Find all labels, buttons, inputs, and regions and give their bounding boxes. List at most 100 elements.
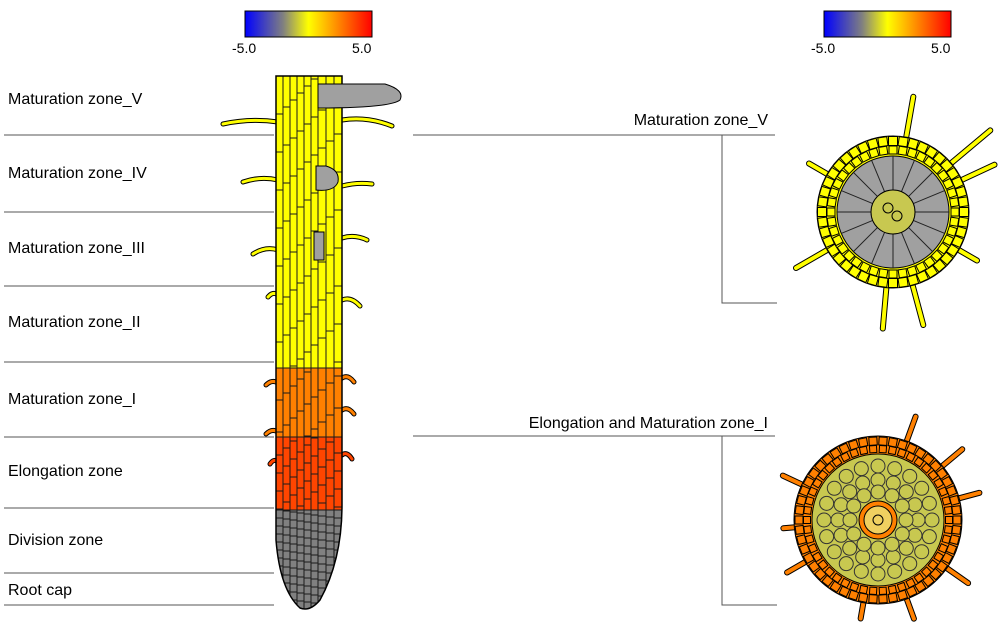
cell [941, 495, 952, 506]
cell [807, 486, 819, 497]
cell [858, 445, 869, 456]
root-hair [340, 407, 356, 416]
cell [310, 396, 319, 430]
cell [896, 447, 907, 459]
cell [303, 444, 312, 464]
cell [907, 527, 923, 543]
cell [325, 596, 335, 606]
cell [303, 521, 312, 531]
cell [857, 592, 869, 603]
cell [897, 276, 909, 288]
label-xs-elongation-maturation-zone-i[interactable]: Elongation and Maturation zone_I [528, 415, 768, 432]
cell [317, 515, 327, 525]
cell [915, 150, 928, 163]
cell [296, 76, 305, 94]
cell [317, 466, 327, 486]
cell [896, 581, 907, 593]
label-maturation-zone-v[interactable]: Maturation zone_V [8, 91, 143, 108]
root-hair [880, 281, 889, 331]
cell [894, 498, 910, 514]
cell [303, 161, 312, 201]
cell [325, 367, 335, 384]
cell [289, 76, 298, 101]
cell [888, 278, 898, 288]
cell [929, 459, 942, 473]
cell [949, 534, 960, 546]
cell [819, 495, 835, 511]
cell [877, 276, 889, 288]
cell [823, 566, 836, 578]
label-maturation-zone-i[interactable]: Maturation zone_I [8, 391, 137, 408]
cell [282, 465, 291, 485]
label-maturation-zone-iv[interactable]: Maturation zone_IV [8, 165, 147, 182]
cell [836, 169, 850, 182]
cell [841, 190, 873, 205]
cell [282, 447, 291, 467]
cell [821, 574, 834, 588]
cell [317, 436, 327, 450]
cell [276, 589, 284, 599]
cell [957, 196, 969, 208]
cell [289, 367, 298, 387]
cell [807, 543, 819, 554]
cell [836, 242, 850, 255]
root-hair-cell-gray [317, 83, 402, 109]
label-xs-maturation-zone-v[interactable]: Maturation zone_V [633, 112, 768, 129]
cell [310, 546, 319, 556]
cell [902, 556, 918, 572]
cell [906, 265, 918, 277]
gray-cell [313, 231, 325, 261]
root-hair [221, 118, 280, 126]
cell [951, 505, 962, 516]
cell [289, 327, 298, 367]
cell [296, 505, 305, 511]
cell [296, 487, 305, 507]
cell [826, 197, 837, 208]
cell [289, 543, 298, 553]
cell [325, 532, 335, 542]
cell [884, 488, 900, 504]
cell [866, 137, 880, 151]
cell [317, 523, 327, 533]
cell [310, 522, 319, 532]
label-maturation-zone-ii[interactable]: Maturation zone_II [8, 314, 141, 331]
cell [310, 455, 319, 475]
cell [276, 76, 284, 115]
cell [310, 586, 319, 596]
cell [888, 269, 898, 279]
cell [325, 509, 335, 518]
cell [946, 225, 958, 237]
cell [289, 440, 298, 460]
cell [333, 573, 342, 583]
label-division-zone[interactable]: Division zone [8, 532, 104, 549]
cell [896, 439, 909, 451]
cell [842, 484, 858, 500]
cell [804, 534, 815, 545]
cell [841, 219, 873, 234]
cell [818, 225, 832, 239]
root-hair [956, 162, 997, 184]
cell [325, 548, 335, 558]
cell [303, 237, 312, 277]
cell [908, 172, 933, 197]
cross-section-maturation-zone-v [793, 93, 998, 332]
cell [282, 598, 291, 608]
cell [282, 367, 291, 394]
cell [888, 145, 898, 155]
cell [898, 512, 914, 528]
label-maturation-zone-iii[interactable]: Maturation zone_III [8, 240, 145, 257]
cell [325, 382, 335, 416]
label-root-cap[interactable]: Root cap [8, 582, 73, 599]
cell [317, 603, 327, 609]
cell [289, 494, 298, 511]
cell [942, 177, 955, 190]
cell [282, 510, 291, 520]
cell [868, 436, 878, 446]
cell [833, 497, 849, 513]
cell [839, 451, 851, 463]
cell [296, 92, 305, 132]
label-elongation-zone[interactable]: Elongation zone [8, 463, 123, 480]
cell [794, 524, 805, 535]
cell [803, 525, 813, 535]
cell [921, 495, 937, 511]
